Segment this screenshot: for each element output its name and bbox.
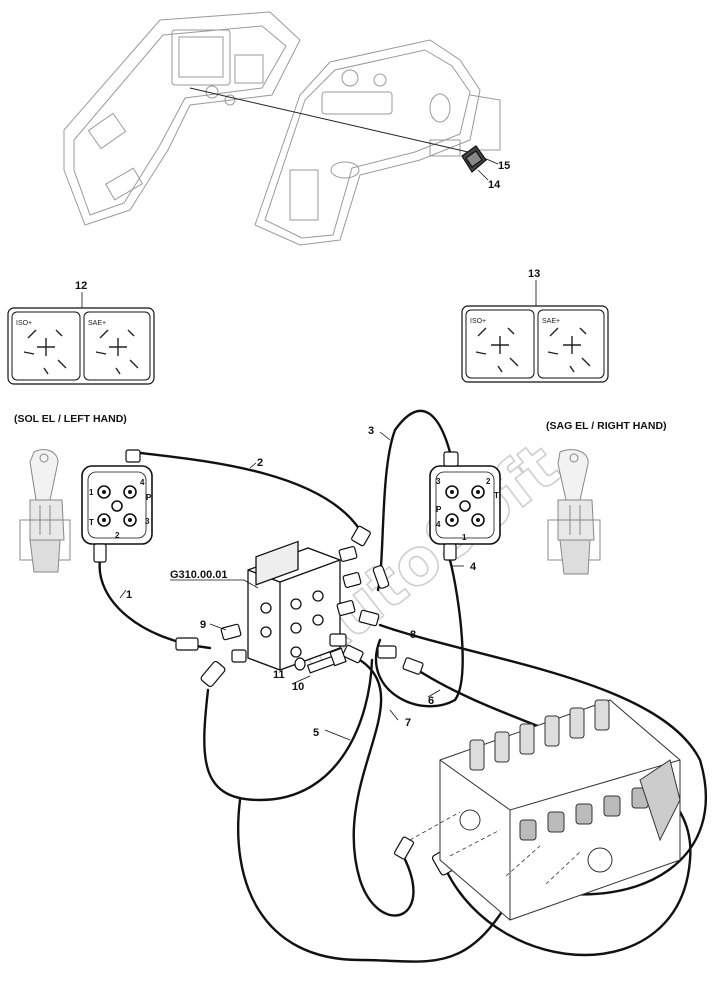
callout-9: 9 [200,619,206,631]
port-label: P [436,505,442,514]
callout-15: 15 [498,160,510,172]
callout-8: 8 [410,629,416,641]
move-arrows-icon [475,327,591,373]
port-label: 2 [115,531,120,540]
callout-14: 14 [488,179,501,191]
left-control-port-block: 1 4 P T 2 3 [81,465,153,545]
callout-2: 2 [257,457,263,469]
left-joystick-illustration [19,449,71,573]
callout-11: 11 [273,669,285,681]
right-joystick-illustration [547,449,601,575]
port-label: 4 [436,520,441,529]
port-label: T [494,491,499,500]
port-label: 3 [145,517,150,526]
part-code-label: G310.00.01 [170,569,228,581]
bolt-and-washer [294,647,347,674]
port-label: 4 [140,478,145,487]
callout-13: 13 [528,268,540,280]
assembly-guide-lines [409,811,581,885]
pattern-decal-right: ISO+ SAE+ [461,305,609,383]
port-label: 3 [436,477,441,486]
callout-12: 12 [75,280,87,292]
hydraulic-hoses [98,409,707,963]
callout-4: 4 [470,561,477,573]
port-label: T [89,518,94,527]
callout-1: 1 [126,589,132,601]
callout-5: 5 [313,727,319,739]
port-label: 1 [89,488,94,497]
move-arrows-icon [23,329,139,375]
callout-6: 6 [428,695,434,707]
left-hand-title: (SOL EL / LEFT HAND) [14,413,127,425]
port-label: P [146,493,152,502]
pattern-decal-left: ISO+ SAE+ [7,307,155,385]
right-control-port-block: 3 2 T P 4 1 [429,465,501,545]
callout-10: 10 [292,681,304,693]
cab-dashboard-illustration [63,11,501,246]
iso-label: ISO+ [16,320,32,327]
port-label: 2 [486,477,491,486]
iso-label-right: ISO+ [470,318,486,325]
rocker-switch-icon [461,145,487,173]
valve-manifold-block [247,540,341,671]
main-control-valve-illustration [439,699,681,921]
leader-line [189,87,469,153]
callout-7: 7 [405,717,411,729]
callout-3: 3 [368,425,374,437]
right-hand-title: (SAG EL / RIGHT HAND) [546,420,667,432]
sae-label-right: SAE+ [542,318,560,325]
port-label: 1 [462,533,467,542]
sae-label: SAE+ [88,320,106,327]
